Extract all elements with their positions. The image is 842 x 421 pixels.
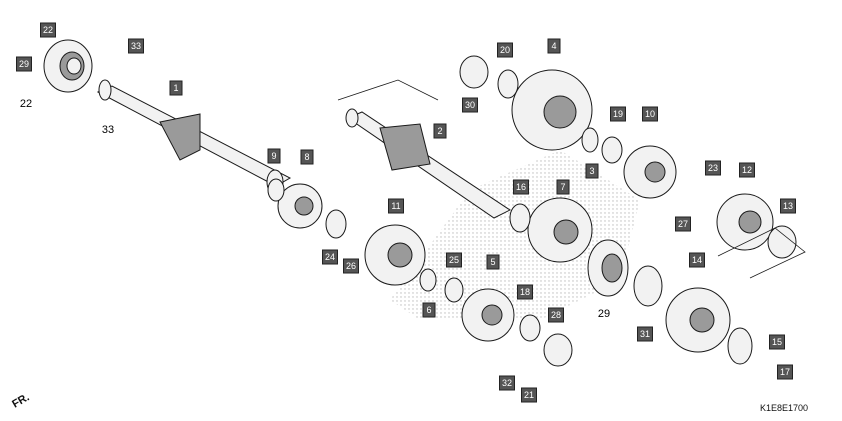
part-label-13: 13 <box>780 198 796 214</box>
part-label-8: 8 <box>300 149 314 165</box>
main-shaft <box>96 79 292 195</box>
gear-5 <box>461 288 515 342</box>
part-number: 11 <box>391 201 400 211</box>
part-label-20: 20 <box>497 42 513 58</box>
part-number: 23 <box>708 163 718 173</box>
part-label-32: 32 <box>499 375 515 391</box>
part-number: 26 <box>346 261 356 271</box>
part-number: 31 <box>640 329 650 339</box>
part-label-30: 30 <box>462 97 478 113</box>
part-number: 17 <box>780 367 790 377</box>
part-label-26: 26 <box>343 258 359 274</box>
gear-8 <box>277 183 323 229</box>
part-number: 4 <box>551 41 556 51</box>
part-number: 2 <box>437 126 442 136</box>
gear-7 <box>527 197 593 263</box>
gear-10 <box>623 145 677 199</box>
part-label-29: 29 <box>598 308 610 320</box>
part-number: 29 <box>19 59 29 69</box>
part-label-22: 22 <box>40 22 56 38</box>
diagram-code: K1E8E1700 <box>759 403 808 413</box>
part-number: 29 <box>598 308 610 320</box>
part-label-19: 19 <box>610 106 626 122</box>
part-label-16: 16 <box>513 179 529 195</box>
part-number: 16 <box>516 182 526 192</box>
part-number: 12 <box>742 165 752 175</box>
part-number: 20 <box>500 45 510 55</box>
part-number: 18 <box>520 287 530 297</box>
part-number: 27 <box>678 219 688 229</box>
part-number: 21 <box>524 390 534 400</box>
part-number: 33 <box>131 41 141 51</box>
bracket-13 <box>717 227 806 279</box>
part-number: 6 <box>426 305 431 315</box>
part-label-3: 3 <box>585 163 599 179</box>
part-number: 10 <box>645 109 655 119</box>
part-number: 30 <box>465 100 475 110</box>
part-label-29: 29 <box>16 56 32 72</box>
part-label-23: 23 <box>705 160 721 176</box>
part-number: 5 <box>490 257 495 267</box>
part-label-21: 21 <box>521 387 537 403</box>
part-number: 24 <box>325 252 335 262</box>
part-label-31: 31 <box>637 326 653 342</box>
part-label-7: 7 <box>556 179 570 195</box>
part-number: 1 <box>173 83 178 93</box>
part-label-11: 11 <box>388 198 404 214</box>
part-label-18: 18 <box>517 284 533 300</box>
part-number: 32 <box>502 378 512 388</box>
part-number: 22 <box>20 98 32 110</box>
part-number: 7 <box>560 182 565 192</box>
part-label-27: 27 <box>675 216 691 232</box>
part-number: 15 <box>772 337 782 347</box>
part-label-6: 6 <box>422 302 436 318</box>
part-number: 33 <box>102 124 114 136</box>
part-label-22: 22 <box>20 98 32 110</box>
part-number: 25 <box>449 255 459 265</box>
part-number: 9 <box>271 151 276 161</box>
part-number: 8 <box>304 152 309 162</box>
bearing-29-center <box>587 239 629 297</box>
bearing-29 <box>43 39 93 93</box>
part-number: 3 <box>589 166 594 176</box>
part-label-5: 5 <box>486 254 500 270</box>
part-label-25: 25 <box>446 252 462 268</box>
part-label-1: 1 <box>169 80 183 96</box>
part-number: 13 <box>783 201 793 211</box>
part-label-24: 24 <box>322 249 338 265</box>
part-label-2: 2 <box>433 123 447 139</box>
dotted-background <box>390 150 640 320</box>
part-label-33: 33 <box>102 124 114 136</box>
gear-11 <box>364 224 426 286</box>
part-label-33: 33 <box>128 38 144 54</box>
part-label-28: 28 <box>548 307 564 323</box>
washers <box>267 55 797 367</box>
part-number: 19 <box>613 109 623 119</box>
part-label-4: 4 <box>547 38 561 54</box>
part-label-17: 17 <box>777 364 793 380</box>
part-label-12: 12 <box>739 162 755 178</box>
sprocket-14 <box>665 287 731 353</box>
part-label-9: 9 <box>267 148 281 164</box>
part-label-14: 14 <box>689 252 705 268</box>
part-number: 22 <box>43 25 53 35</box>
part-label-15: 15 <box>769 334 785 350</box>
part-label-10: 10 <box>642 106 658 122</box>
part-number: 28 <box>551 310 561 320</box>
gear-12 <box>716 193 774 251</box>
gear-4 <box>511 69 593 151</box>
part-number: 14 <box>692 255 702 265</box>
countershaft <box>337 79 511 219</box>
